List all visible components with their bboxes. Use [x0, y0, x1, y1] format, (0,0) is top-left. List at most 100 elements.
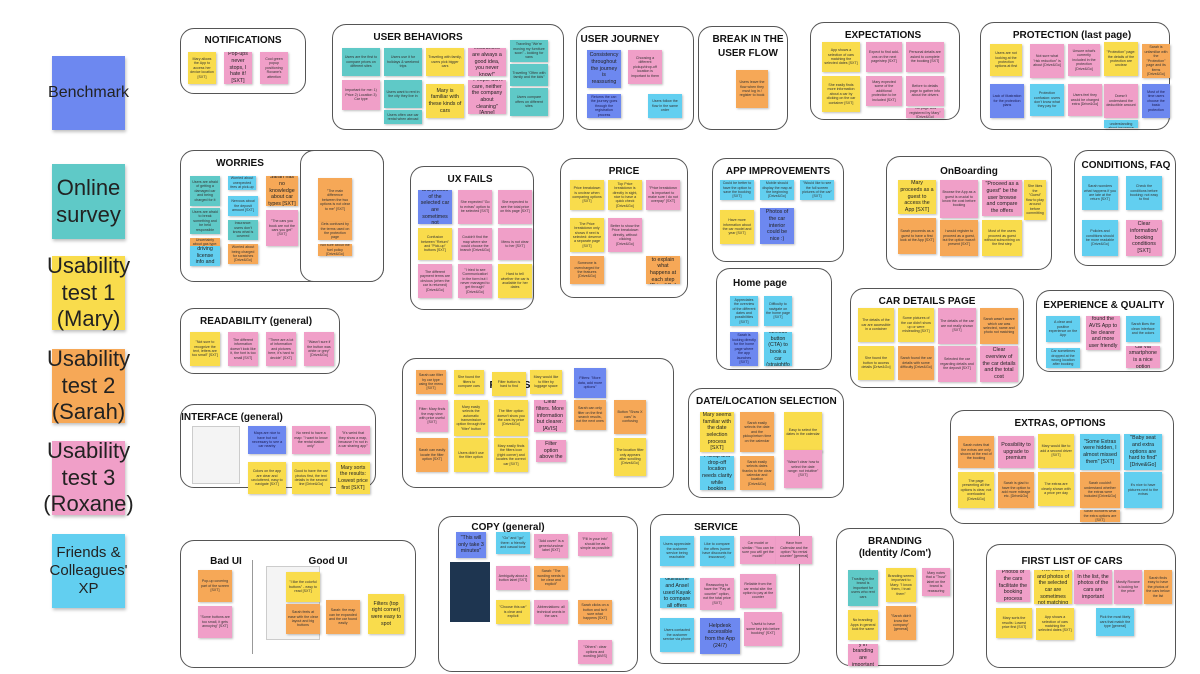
sticky-note: Sarah has no knowledge about car types […	[266, 176, 298, 206]
group-title-first-list-of-cars: FIRST LIST OF CARS	[1021, 556, 1123, 567]
group-title-price: PRICE	[608, 166, 640, 177]
sticky-note: Clear filters. More information but clea…	[534, 400, 566, 432]
sticky-note: Car sharing: to share your driving licen…	[190, 246, 220, 266]
sticky-note: Hard to tell whether the car is availabl…	[498, 264, 532, 298]
sticky-note: Filter: Mary finds the map view with pri…	[416, 400, 448, 432]
sticky-note: Sarah can easily locate the filter optio…	[416, 438, 448, 472]
sticky-note: It's nice to have pictures next to the e…	[1124, 472, 1162, 508]
sticky-note: Sarah easily selects the date and the pi…	[740, 412, 774, 452]
legend-online-survey: Online survey	[52, 164, 125, 239]
group-title-date-location-selection: DATE/LOCATION SELECTION	[696, 396, 837, 407]
sticky-note: Guillaume and Ansel used Kayak to compar…	[660, 578, 694, 608]
sticky-note: Sarah is glad to have the option to add …	[998, 472, 1034, 508]
sticky-note: Price breakdown is unclear when comparin…	[570, 180, 604, 210]
sticky-note: Top Price breakdown is directly in sight…	[608, 180, 642, 210]
group-title-interface-general: INTERFACE (general)	[181, 412, 283, 423]
sticky-note: Sarah couldn't understand whether the ex…	[1080, 472, 1120, 508]
group-title-branding-identity-com: (Identity /Com')	[858, 548, 932, 559]
sticky-note: Choosing a different pickup/drop-off loc…	[628, 50, 662, 84]
sticky-note: Users didn't use the filter option	[454, 438, 488, 472]
sticky-note: Couldn't find the map where she could ch…	[458, 228, 492, 260]
sticky-note: A clear and positive experience on the A…	[1046, 316, 1080, 342]
sticky-note: Ambiguity about a button label [SXT]	[496, 566, 530, 590]
sticky-note: The Price breakdown only shows if next i…	[570, 218, 604, 252]
sticky-note: Users contacted the customer service via…	[660, 618, 694, 652]
sticky-note: Sarah likes the clean interface and the …	[1126, 316, 1160, 342]
sticky-note: Check the conditions before booking: not…	[1126, 176, 1162, 210]
sticky-note: Unlock the car via smartphone is a nice …	[1126, 346, 1160, 368]
sticky-note: The details of the car are not really sh…	[938, 308, 976, 344]
sticky-note: In the list, the photos of the cars are …	[1074, 570, 1112, 604]
sticky-note: Car sometimes dropped at the wrong locat…	[1046, 348, 1080, 368]
sticky-note: "Choose this car" is clear and explicit	[496, 600, 530, 624]
sticky-note: Users want to rent in the city they live…	[384, 80, 422, 108]
sticky-note: The filter option doesn't show you the c…	[494, 400, 528, 436]
sticky-note: Sarah found the car details with some di…	[898, 346, 934, 380]
sticky-note: Sarah is unfamiliar with the "Protection…	[1142, 44, 1170, 78]
sticky-note: "Wasn't clear how to select the date ran…	[784, 450, 822, 488]
sticky-note: "Would like to see the full screen pictu…	[800, 180, 834, 200]
sticky-note: The different information doesn't look l…	[228, 332, 258, 366]
sticky-note: Trusting in the brand is important for u…	[848, 570, 878, 606]
sticky-note: Users feel they would be charged extra […	[1068, 84, 1102, 116]
sticky-note: Photos of the cars facilitate the bookin…	[996, 570, 1030, 602]
sticky-note: Users leave the flow when they must log …	[736, 70, 768, 108]
sticky-note: She easily finds more information about …	[822, 76, 860, 112]
sticky-note: Difficulty to navigate on the home page …	[764, 296, 792, 326]
sticky-note: The page presenting all the options is c…	[958, 472, 994, 508]
sticky-note: Sarah: the map can be expanded and the c…	[326, 600, 360, 634]
sticky-note: Branding seems important to Mary: "I kno…	[886, 568, 916, 602]
sticky-note: Sarah is looking directly for the home p…	[730, 332, 758, 366]
group-title-app-improvements: APP IMPROVEMENTS	[725, 166, 831, 177]
sticky-note: The different payment terms are obvious …	[418, 264, 452, 298]
app-screenshot-image	[450, 562, 490, 622]
sticky-note: Doesn't understand the deductible amount	[1104, 84, 1138, 118]
sticky-note: Mary proceeds as a guest to access the A…	[898, 180, 936, 214]
sticky-note: Users use it for holidays & weekend trip…	[384, 48, 422, 76]
sticky-note: Insurance: users don't know what is cove…	[228, 220, 258, 240]
sticky-note: "The main difference between the two opt…	[318, 178, 352, 222]
sticky-note: Pop-ups never stops, I hate it! [SXT]	[224, 52, 252, 84]
sticky-note: App shows a selection of cars matching t…	[1036, 608, 1074, 640]
sticky-note: Appreciates the overview of the differen…	[730, 296, 758, 326]
sticky-note: Make sure to explain what happens at eac…	[646, 256, 680, 284]
sticky-note: Lack of illustration for the protection …	[990, 84, 1024, 118]
sticky-note: She likes the "Guest" flow to play aroun…	[1024, 180, 1046, 220]
sticky-note: Like to compare the offers (some have di…	[700, 536, 734, 566]
sticky-note: Car model or similar: "You can be sure y…	[740, 536, 776, 564]
sticky-note: Traveling "We're moving my furniture soo…	[510, 40, 548, 62]
group-title-break-in-the-user-flow: USER FLOW	[718, 48, 778, 59]
group-title-break-in-the-user-flow: BREAK IN THE	[712, 34, 784, 45]
group-title-home-page: Home page	[733, 278, 787, 289]
sticky-note: "I tried to see 'Communication' in the f…	[458, 264, 492, 298]
sticky-note: Not sure about the fuel policy [Drive&Go…	[318, 244, 352, 256]
sticky-note: Some pictures of the car didn't show up …	[898, 308, 934, 342]
sticky-note: "I like the colorful buttons" - easy to …	[286, 572, 320, 602]
sticky-note: "Some Extras were hidden, I almost misse…	[1080, 434, 1120, 470]
legend-benchmark: Benchmark	[48, 56, 129, 130]
sticky-note: Traveling "Often with family and the kid…	[510, 64, 548, 86]
sticky-note: Mary sorts the results: Lowest price fir…	[336, 462, 370, 494]
sticky-note: Sarah proceeds as a guest to have a firs…	[898, 218, 936, 254]
group-title-service: SERVICE	[694, 522, 738, 533]
sticky-note: "Add cover" is a generic/unclear label […	[534, 534, 568, 558]
sticky-note: She found the filters to compare cars	[454, 370, 484, 394]
sticky-note: Clear overview of the car details and th…	[980, 346, 1018, 382]
group-title-ux-fails: UX FAILS	[447, 174, 493, 185]
group-title-good-ui: Good UI	[308, 556, 348, 567]
group-title-car-details-page: CAR DETAILS PAGE	[878, 296, 976, 307]
sticky-note: Users are the first to compare prices on…	[342, 48, 380, 76]
sticky-note: Confusion between "Return" and "Pick-up"…	[418, 228, 452, 260]
sticky-note: The extras are clearly shown with a pric…	[1038, 472, 1074, 506]
sticky-note: Users are afraid of getting a damaged ca…	[190, 176, 220, 206]
sticky-note: Expect to find add-ons on the next page/…	[866, 42, 902, 72]
sticky-note: "Car insurances are always a good idea, …	[468, 48, 506, 76]
divider	[252, 560, 253, 654]
sticky-note: Sarah: "The wording needs to be clear an…	[534, 566, 568, 590]
sticky-note: "Not sure to recognize the text, letters…	[190, 332, 220, 366]
sticky-note: No need to have a map: "I want to know t…	[292, 426, 330, 454]
sticky-note: Selected the car regarding details and t…	[938, 346, 976, 382]
sticky-note: I would register to proceed as a guest, …	[940, 220, 978, 256]
group-title-user-journey: USER JOURNEY	[580, 34, 660, 45]
sticky-note: Browse the App as a guest is crucial to …	[940, 180, 978, 218]
